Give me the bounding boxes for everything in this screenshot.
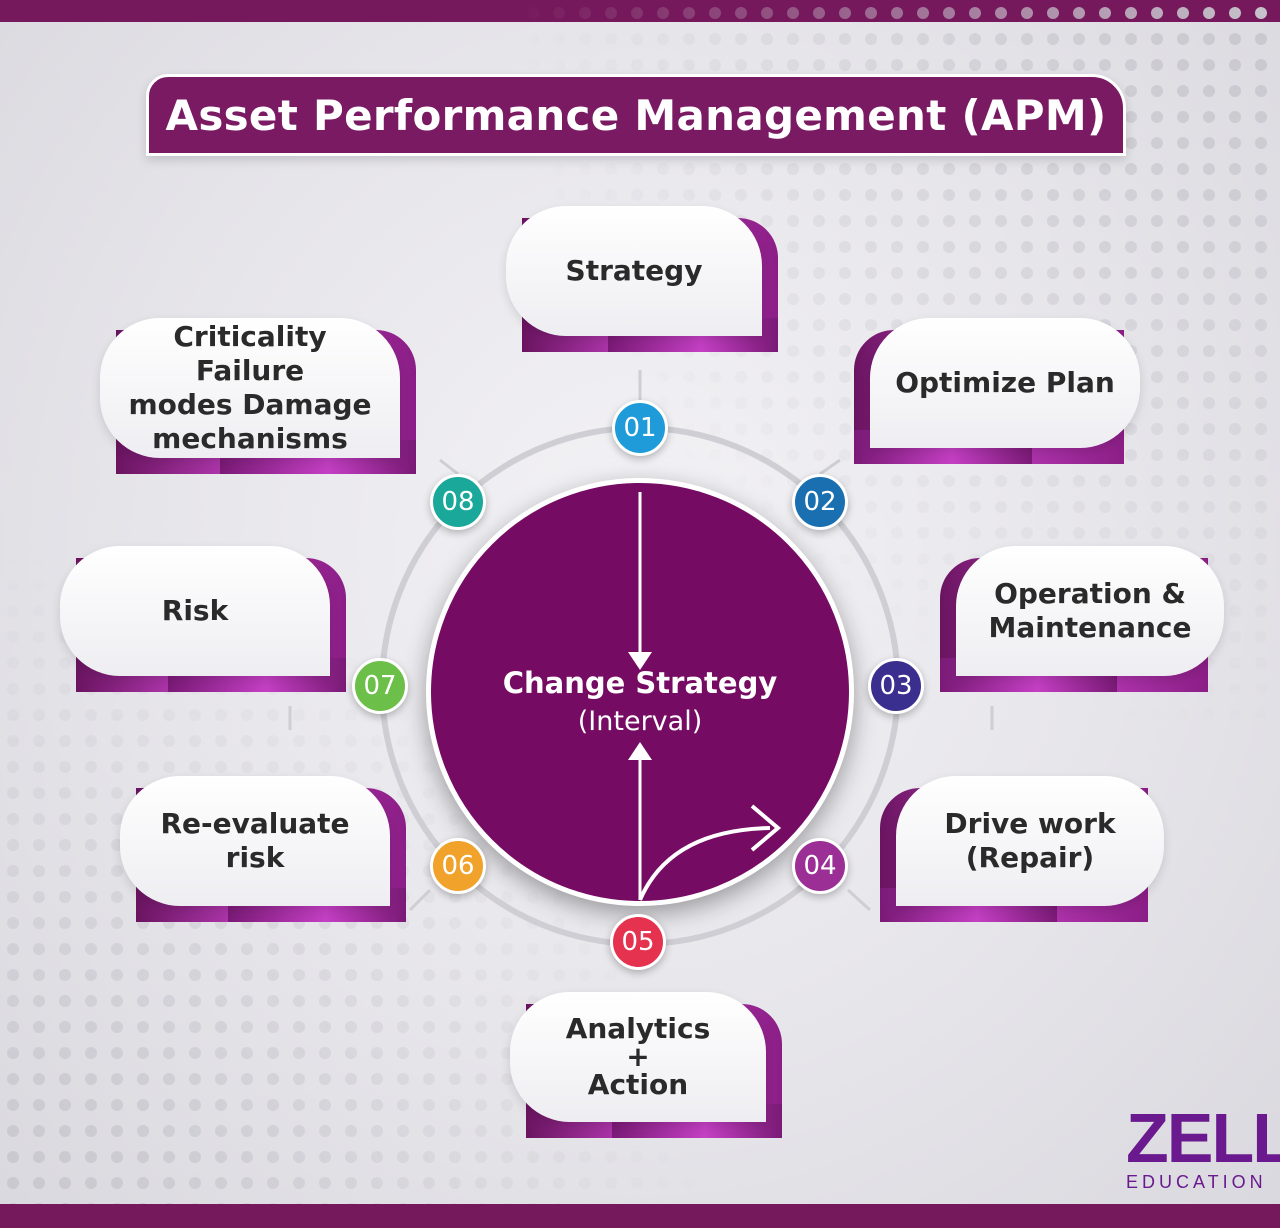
step-card-03: Operation & Maintenance [940, 546, 1224, 692]
step-badge-01: 01 [612, 400, 668, 456]
step-badge-02: 02 [792, 474, 848, 530]
step-card-02: Optimize Plan [854, 318, 1140, 464]
step-label-03: Operation & Maintenance [988, 576, 1192, 644]
step-card-05: Analytics + Action [510, 992, 782, 1138]
step-label-07: Risk [161, 593, 229, 627]
step-card-08: Criticality Failure modes Damage mechani… [100, 318, 416, 474]
step-card-06: Re-evaluate risk [120, 776, 406, 922]
step-badge-04: 04 [792, 838, 848, 894]
step-label-08: Criticality Failure modes Damage mechani… [128, 319, 372, 456]
step-card-01: Strategy [506, 206, 778, 352]
step-badge-08: 08 [430, 474, 486, 530]
step-badge-06: 06 [430, 838, 486, 894]
step-label-01: Strategy [565, 253, 703, 287]
step-badge-03: 03 [868, 658, 924, 714]
logo-subtext: EDUCATION [1126, 1172, 1267, 1192]
step-label-02: Optimize Plan [895, 365, 1115, 399]
step-card-07: Risk [60, 546, 346, 692]
step-badge-05: 05 [610, 914, 666, 970]
step-label-06: Re-evaluate risk [160, 806, 350, 874]
center-title: Change Strategy [502, 666, 778, 700]
center-subtitle: (Interval) [577, 706, 703, 737]
title-banner: Asset Performance Management (APM) [146, 74, 1126, 156]
page-title: Asset Performance Management (APM) [165, 90, 1107, 140]
step-badge-07: 07 [352, 658, 408, 714]
step-label-05: Analytics + Action [565, 1012, 711, 1101]
logo-wordmark: ZELL [1126, 1099, 1280, 1177]
step-label-04: Drive work (Repair) [944, 806, 1116, 874]
step-card-04: Drive work (Repair) [880, 776, 1164, 922]
bottom-bar [0, 1204, 1280, 1228]
zell-education-logo: ZELL EDUCATION [1124, 1098, 1280, 1194]
